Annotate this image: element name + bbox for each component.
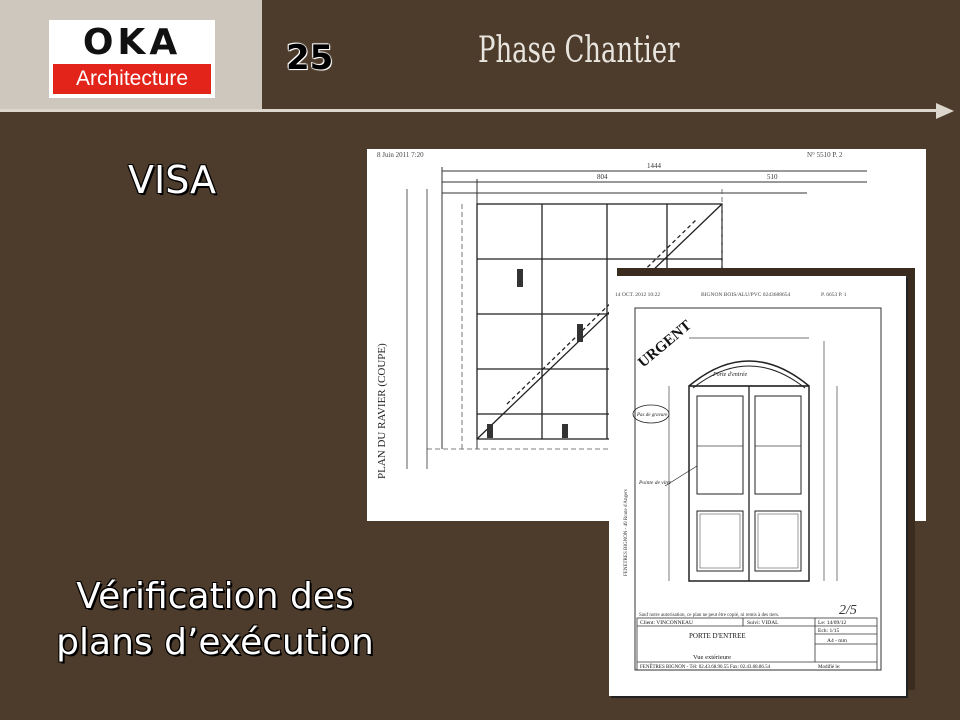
slide-title: Phase Chantier [478,30,680,71]
handwritten-note-3: Pointe de vitre [638,480,672,486]
verification-line-1: Vérification des [76,576,354,617]
door-fax-header: 14 OCT. 2012 10:22 [615,292,660,298]
door-drawing: 14 OCT. 2012 10:22 BIGNON BOIS/ALU/PVC 0… [609,276,906,696]
header-divider [0,109,948,112]
side-company: FENETRES BIGNON - 49 Route d'Angers [624,489,629,576]
logo-mark: OKA [82,22,182,63]
logo-band: Architecture [53,64,211,94]
scale-label: Ech: 1/15 [818,628,839,634]
modified-label: Modifié le: [818,665,840,670]
slide-number: 25 [285,38,334,79]
company-line: FENÊTRES BIGNON - Tél: 02.43.68.90.55 Fa… [640,664,771,670]
header-panel: OKA Architecture [0,0,262,110]
client-label: Client: VINCONNEAU [640,620,693,626]
plan-dim-2: 804 [597,173,608,181]
handwritten-note-2: Pas de gravure [636,413,668,418]
door-fax-company: BIGNON BOIS/ALU/PVC 0243688654 [701,292,790,298]
plan-fax-header: 8 Juin 2011 7:20 [377,151,424,159]
verification-line-2: plans d’exécution [56,622,374,663]
drawing-title: PORTE D'ENTREE [689,632,746,640]
date-label: Le: 14/09/12 [818,620,847,626]
visa-label: VISA [128,158,217,202]
urgent-annotation: URGENT [635,318,694,372]
door-drawing-svg: 14 OCT. 2012 10:22 BIGNON BOIS/ALU/PVC 0… [615,292,882,671]
suivi-label: Suivi: VIDAL [747,620,779,626]
plan-dim-3: 510 [767,173,778,181]
plan-side-title: PLAN DU RAVIER (COUPE) [376,343,388,479]
arrow-right-icon [936,103,954,119]
format-label: A4 - mm [827,638,848,644]
plan-dim-1: 1444 [647,162,662,170]
view-title: Vue extérieure [693,654,731,661]
title-block [636,617,878,671]
handwritten-note-1: Porte d'entrée [712,372,747,378]
disclaimer: Sauf notre autorisation, ce plan ne peut… [639,613,779,618]
door-page: P. 6653 P. 1 [821,292,847,298]
verification-caption: Vérification des plans d’exécution [30,574,400,666]
page-mark: 2/5 [839,603,857,618]
oka-logo: OKA Architecture [49,20,215,98]
plan-page: N° 5510 P. 2 [807,151,843,159]
